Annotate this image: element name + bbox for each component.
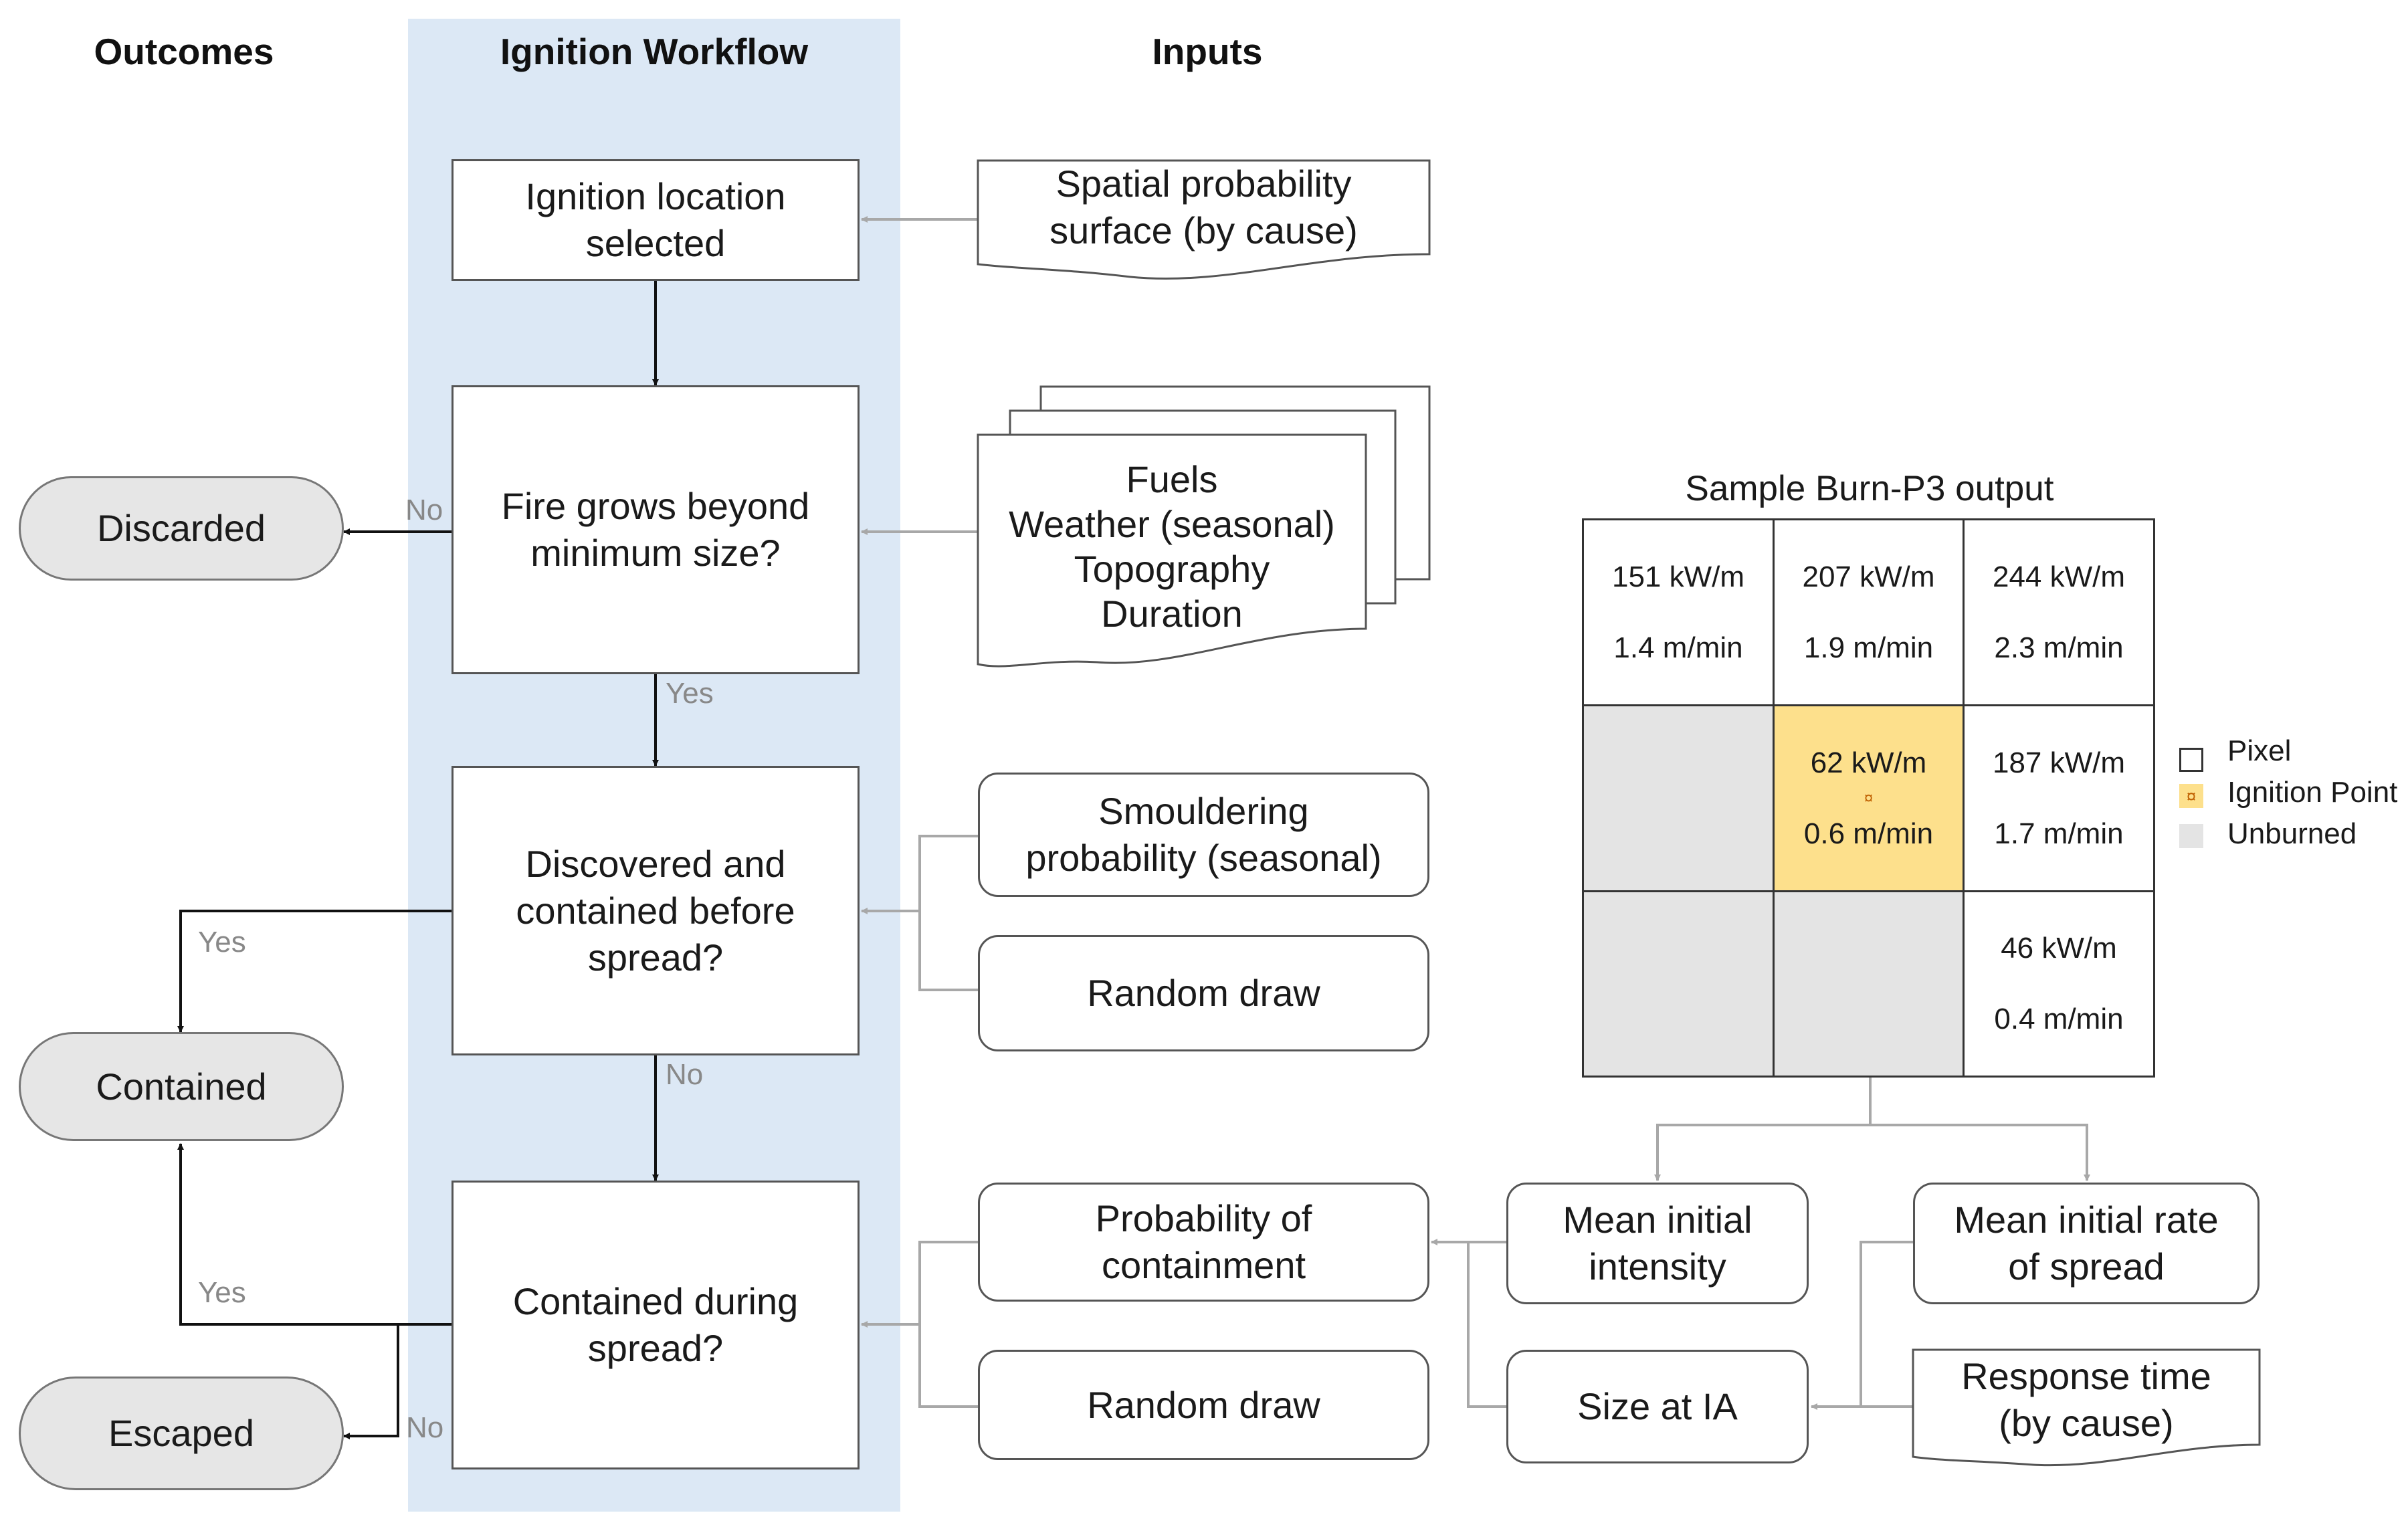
input-random-draw-2: Random draw (978, 1350, 1429, 1460)
input-probability-of-containment: Probability of containment (978, 1183, 1429, 1302)
outcomes-header: Outcomes (94, 31, 274, 72)
step-discovered-contained: Discovered and contained before spread? (452, 766, 860, 1055)
grid-title: Sample Burn-P3 output (1685, 469, 2054, 508)
grid-cell-1-2: 207 kW/m 1.9 m/min (1773, 518, 1965, 706)
grid-cell-1-1: 151 kW/m 1.4 m/min (1582, 518, 1775, 706)
arrow-step4-contained (177, 1143, 452, 1326)
grid-cell-2-1 (1582, 704, 1775, 892)
legend-unburned-label: Unburned (2227, 817, 2357, 850)
arrow-step3-contained (177, 910, 452, 1033)
grid-cell-3-2 (1773, 890, 1965, 1078)
arrow-step4-escaped (343, 1324, 399, 1439)
legend-pixel-swatch (2179, 748, 2203, 772)
stack-sheet-front (977, 433, 1367, 668)
legend-ignition-swatch: ¤ (2179, 784, 2203, 808)
label-no-spread: No (666, 1058, 704, 1091)
input-response-time: Response time (by cause) (1961, 1355, 2211, 1444)
cell-rate-of-spread: 0.6 m/min (1803, 817, 1934, 850)
cell-rate-of-spread: 2.3 m/min (1994, 631, 2124, 664)
inputs-header: Inputs (1152, 31, 1263, 72)
legend-unburned-swatch (2179, 824, 2203, 848)
legend-pixel-label: Pixel (2227, 734, 2292, 767)
cell-rate-of-spread: 0.4 m/min (1994, 1003, 2124, 1035)
input-mean-initial-rate-of-spread: Mean initial rate of spread (1913, 1183, 2260, 1304)
step-ignition-location: Ignition location selected (452, 159, 860, 281)
outcome-contained: Contained (19, 1032, 344, 1141)
input-size-at-ia: Size at IA (1506, 1350, 1809, 1463)
grid-cell-2-3: 187 kW/m 1.7 m/min (1963, 704, 2155, 892)
input-mean-initial-intensity: Mean initial intensity (1506, 1183, 1809, 1304)
outcome-discarded: Discarded (19, 476, 344, 581)
grid-cell-1-3: 244 kW/m 2.3 m/min (1963, 518, 2155, 706)
input-spatial-probability: Spatial probability surface (by cause) (1049, 163, 1358, 251)
label-yes-contained-during: Yes (198, 1276, 246, 1309)
cell-intensity: 151 kW/m (1611, 560, 1745, 593)
step-fire-grows: Fire grows beyond minimum size? (452, 385, 860, 674)
cell-intensity: 187 kW/m (1992, 746, 2126, 779)
response-doc-shape (1912, 1348, 2261, 1467)
ignition-point-icon: ¤ (1864, 789, 1874, 807)
cell-intensity: 244 kW/m (1992, 560, 2126, 593)
label-yes-contained: Yes (198, 926, 246, 958)
label-yes-spread: Yes (666, 677, 714, 710)
legend-ignition-label: Ignition Point (2227, 776, 2398, 809)
grid-cell-2-2: 62 kW/m ¤ 0.6 m/min (1773, 704, 1965, 892)
input-smouldering-probability: Smouldering probability (seasonal) (978, 773, 1429, 897)
workflow-header: Ignition Workflow (500, 31, 809, 72)
cell-rate-of-spread: 1.7 m/min (1994, 817, 2124, 850)
grid-cell-3-3: 46 kW/m 0.4 m/min (1963, 890, 2155, 1078)
spatial-doc-shape (977, 159, 1431, 280)
input-random-draw-1: Random draw (978, 935, 1429, 1051)
input-fuels-weather-stack: Fuels Weather (seasonal) Topography Dura… (1009, 457, 1335, 635)
cell-intensity: 207 kW/m (1802, 560, 1935, 593)
label-no-escaped: No (406, 1411, 444, 1444)
step-contained-during-spread: Contained during spread? (452, 1181, 860, 1469)
label-no-discarded: No (405, 494, 443, 526)
grid-cell-3-1 (1582, 890, 1775, 1078)
cell-intensity: 62 kW/m (1810, 746, 1927, 779)
cell-rate-of-spread: 1.9 m/min (1803, 631, 1934, 664)
outcome-escaped: Escaped (19, 1377, 344, 1490)
cell-intensity: 46 kW/m (2001, 932, 2117, 964)
cell-rate-of-spread: 1.4 m/min (1613, 631, 1743, 664)
